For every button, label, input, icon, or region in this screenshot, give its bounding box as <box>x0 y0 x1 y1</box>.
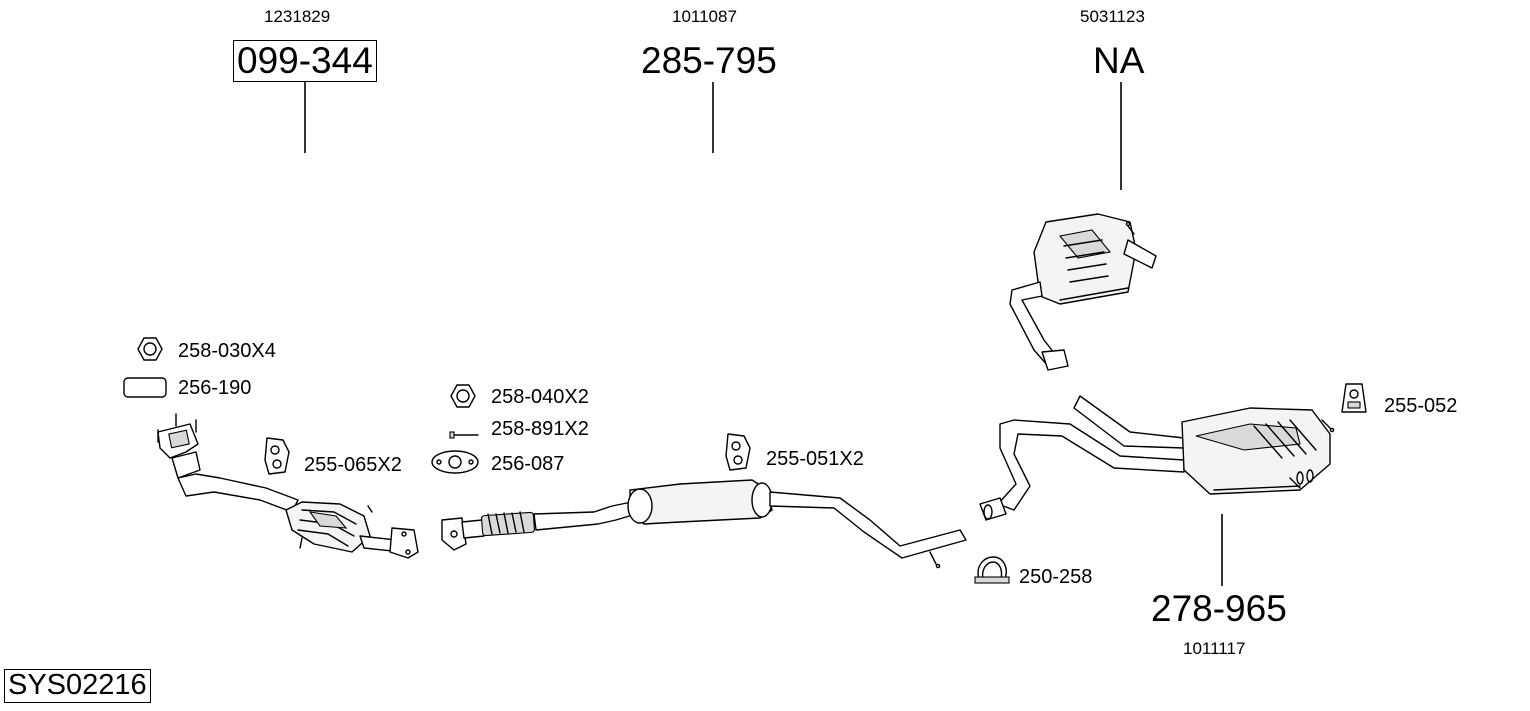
system-code-box: SYS02216 <box>4 669 151 703</box>
accessory-label[interactable]: 250-258 <box>1019 566 1093 588</box>
oe-number-label: 1011087 <box>672 7 737 26</box>
flange-gasket-icon <box>431 450 479 474</box>
part-number-label[interactable]: NA <box>1093 40 1145 81</box>
catalytic-converter-part[interactable] <box>157 413 419 559</box>
pipe-clamp-icon <box>974 556 1010 584</box>
gasket-icon <box>123 377 167 398</box>
oe-number-label: 1231829 <box>264 7 331 26</box>
accessory-label[interactable]: 258-891X2 <box>491 418 589 440</box>
accessory-label[interactable]: 255-065X2 <box>304 454 402 476</box>
accessory-label[interactable]: 255-051X2 <box>766 448 864 470</box>
accessory-label[interactable]: 255-052 <box>1384 395 1458 417</box>
accessory-label[interactable]: 256-087 <box>491 453 565 475</box>
rear-silencer-part[interactable] <box>979 395 1335 521</box>
rubber-mount-icon <box>1341 383 1367 413</box>
accessory-label[interactable]: 256-190 <box>178 377 252 399</box>
nut-icon <box>450 384 476 408</box>
bolt-icon <box>449 431 479 439</box>
rubber-hanger-icon <box>264 437 290 475</box>
upper-rear-silencer-part[interactable] <box>1009 213 1157 371</box>
nut-icon <box>137 337 163 361</box>
part-number-label[interactable]: 278-965 <box>1151 588 1287 629</box>
oe-number-label: 1011117 <box>1183 639 1246 658</box>
part-number-box[interactable]: 099-344 <box>233 40 377 82</box>
rubber-hanger-icon <box>725 433 751 471</box>
part-number-label[interactable]: 285-795 <box>641 40 777 81</box>
accessory-label[interactable]: 258-040X2 <box>491 386 589 408</box>
oe-number-label: 5031123 <box>1080 7 1145 26</box>
accessory-label[interactable]: 258-030X4 <box>178 340 276 362</box>
middle-silencer-part[interactable] <box>441 479 967 569</box>
